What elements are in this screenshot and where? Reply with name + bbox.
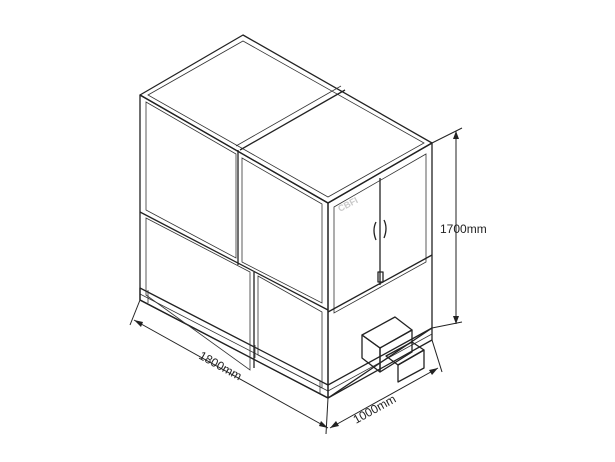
long-side-face [139,94,329,399]
length-dimension [129,299,329,435]
top-face [139,34,433,204]
width-dimension [329,339,443,429]
height-label: 1700mm [440,222,487,236]
door-handle-right [383,219,387,239]
door-handle-left [373,221,377,241]
ice-outlet-box [361,316,425,383]
brand-logo: CBFI [336,195,359,214]
width-label: 1000mm [351,392,399,427]
length-label: 1800mm [197,348,245,383]
height-dimension [431,127,463,329]
short-side-face: CBFI [327,142,433,399]
door-latch [377,271,384,283]
